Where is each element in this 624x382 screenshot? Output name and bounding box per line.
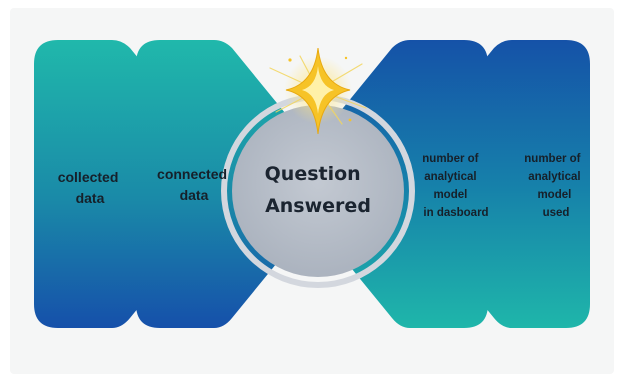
left-block-1-label: collected data bbox=[58, 169, 123, 206]
center-label: Question Answered bbox=[265, 163, 371, 217]
left-block-2-label: connected data bbox=[157, 166, 231, 203]
left-block-1-shape bbox=[34, 40, 234, 328]
right-block-1-label: number of analytical model in dasboard bbox=[422, 153, 488, 219]
sparkle-icon bbox=[269, 47, 367, 135]
right-block-2-shape bbox=[390, 40, 590, 328]
right-block-2-label: number of analytical model used bbox=[524, 153, 584, 219]
center-circle bbox=[232, 105, 404, 277]
